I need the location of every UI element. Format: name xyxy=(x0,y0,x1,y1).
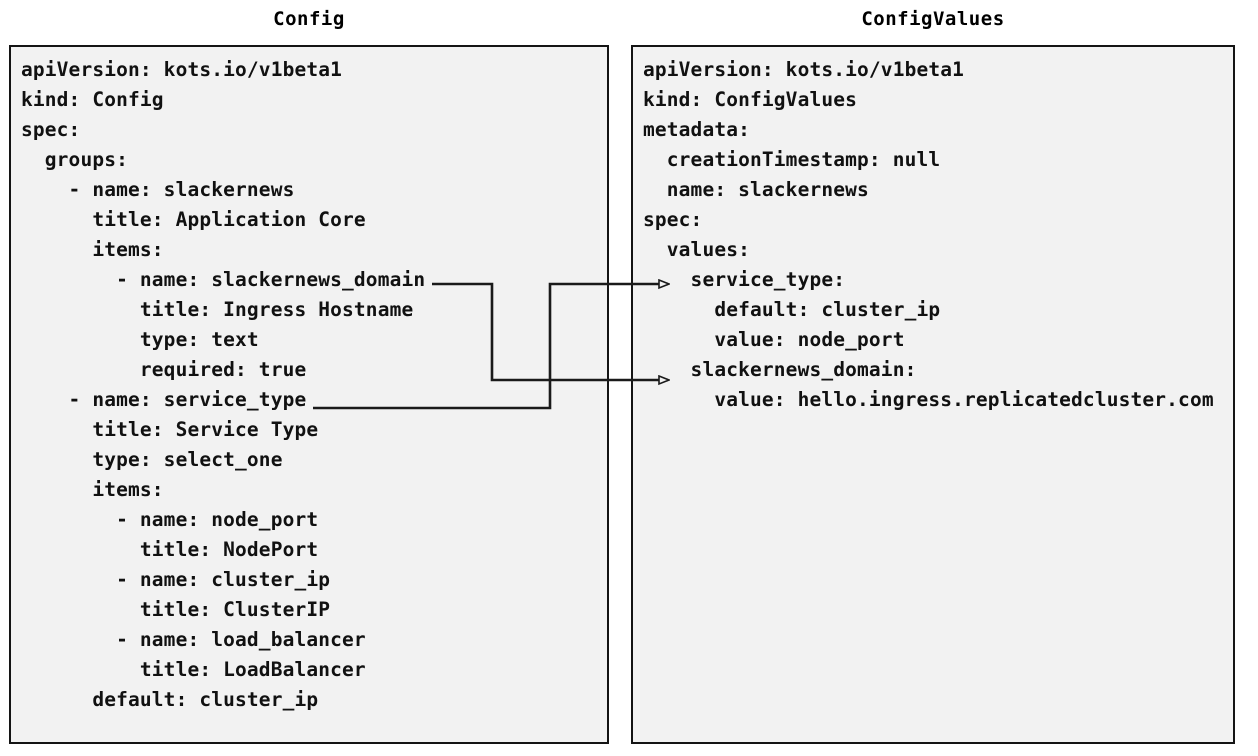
right-panel-title: ConfigValues xyxy=(861,8,1005,30)
config-panel: apiVersion: kots.io/v1beta1 kind: Config… xyxy=(9,45,609,744)
configvalues-panel: apiVersion: kots.io/v1beta1 kind: Config… xyxy=(631,45,1235,744)
left-panel-title: Config xyxy=(273,8,345,30)
config-yaml-text: apiVersion: kots.io/v1beta1 kind: Config… xyxy=(21,58,426,711)
configvalues-yaml-text: apiVersion: kots.io/v1beta1 kind: Config… xyxy=(643,58,1214,411)
